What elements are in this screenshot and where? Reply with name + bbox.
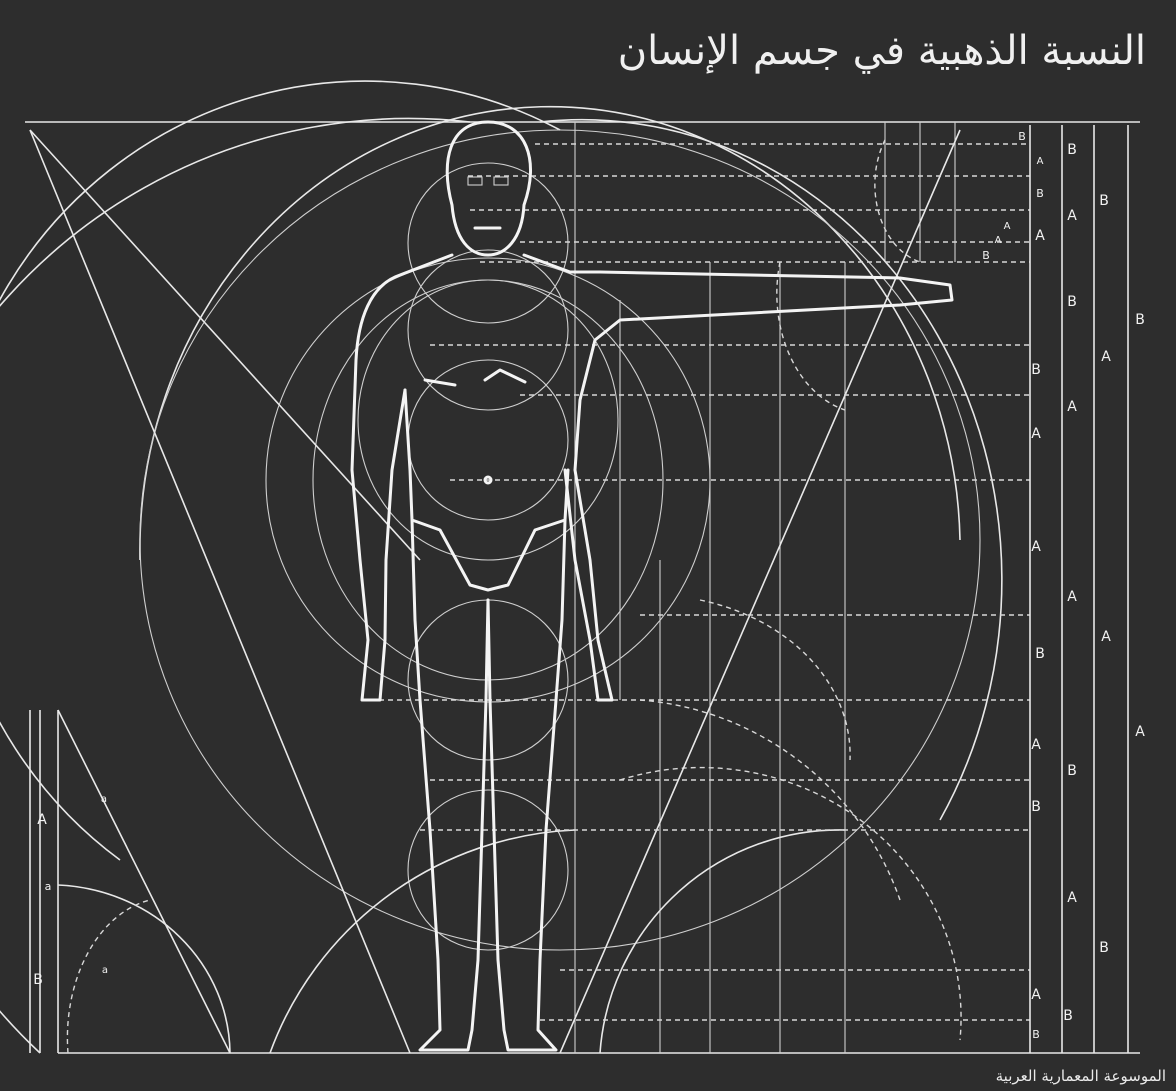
ratio-label-right-6: A <box>1035 228 1045 244</box>
ratio-label-right-24: A <box>1067 890 1077 906</box>
ratio-label-right-3: A <box>1004 221 1011 232</box>
diagonals <box>30 130 960 1053</box>
ratio-label-right-22: B <box>1067 763 1077 779</box>
ratio-label-right-5: B <box>982 249 990 262</box>
ratio-label-right-8: A <box>1067 208 1077 224</box>
ratio-label-right-15: A <box>1031 426 1041 442</box>
ratio-label-right-18: A <box>1101 629 1111 645</box>
source-credit: الموسوعة المعمارية العربية <box>996 1067 1166 1085</box>
ratio-label-right-11: B <box>1135 312 1145 328</box>
ratio-label-right-19: B <box>1035 646 1045 662</box>
ratio-label-left-4: a <box>102 965 108 976</box>
ratio-label-left-3: a <box>101 794 107 805</box>
ratio-label-right-25: B <box>1099 940 1109 956</box>
ratio-label-right-14: A <box>1067 399 1077 415</box>
ratio-label-right-12: B <box>1031 362 1041 378</box>
ratio-label-right-27: B <box>1063 1008 1073 1024</box>
ratio-label-right-23: B <box>1031 799 1041 815</box>
ratio-label-right-16: A <box>1031 539 1041 555</box>
ratio-label-right-26: A <box>1031 987 1041 1003</box>
ratio-label-left-1: B <box>33 972 43 988</box>
ratio-label-right-9: B <box>1099 193 1109 209</box>
ratio-label-right-1: A <box>1037 156 1044 167</box>
ratio-label-right-10: B <box>1067 294 1077 310</box>
ratio-label-right-4: A <box>995 235 1002 246</box>
ratio-label-right-13: A <box>1101 349 1111 365</box>
ratio-label-right-17: A <box>1067 589 1077 605</box>
right-brackets <box>1030 125 1128 1053</box>
ratio-label-right-20: A <box>1135 724 1145 740</box>
left-bracket-diagram <box>30 710 230 1053</box>
ratio-label-right-0: B <box>1018 130 1026 143</box>
ratio-label-left-0: A <box>37 812 47 828</box>
ratio-label-left-2: a <box>45 880 52 893</box>
ratio-label-right-2: B <box>1036 187 1044 200</box>
ratio-label-right-7: B <box>1067 142 1077 158</box>
ratio-label-right-21: A <box>1031 737 1041 753</box>
ratio-label-right-28: B <box>1032 1028 1040 1041</box>
